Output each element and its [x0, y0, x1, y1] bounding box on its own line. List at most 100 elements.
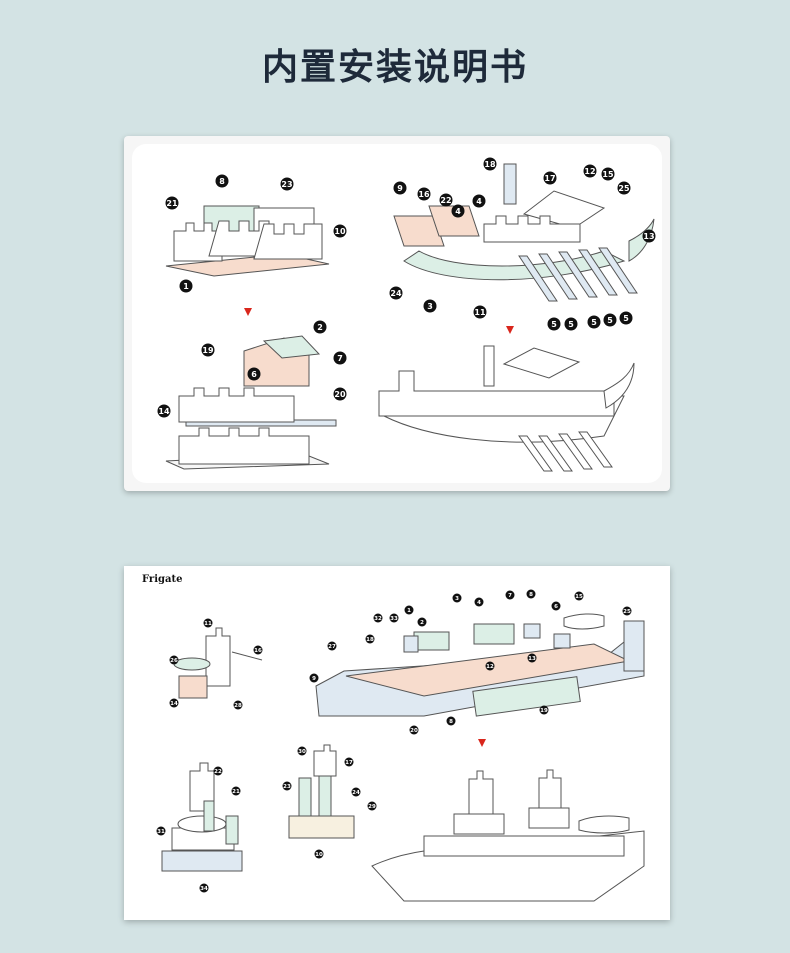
part-number-badge	[157, 404, 171, 418]
frigate-assembled	[371, 769, 645, 902]
part-number-label: 15	[575, 594, 583, 600]
part-number-badge	[215, 174, 229, 188]
part-number-badge	[201, 343, 215, 357]
part-number-label: 3	[455, 596, 459, 602]
part-number-badge	[417, 187, 431, 201]
part-number-label: 20	[410, 728, 418, 734]
part-number-badge	[439, 193, 453, 207]
part-number-badge	[423, 299, 437, 313]
part-number-label: 3	[427, 302, 433, 311]
part-number-label: 11	[204, 621, 212, 627]
part-number-badge	[446, 716, 456, 726]
step-arrow-icon	[478, 739, 486, 747]
part-number-badge	[213, 766, 223, 776]
part-number-badge	[574, 591, 584, 601]
part-number-label: 31	[157, 829, 165, 835]
part-number-label: 18	[484, 160, 496, 169]
part-number-label: 33	[390, 616, 398, 622]
part-number-label: 6	[251, 370, 257, 379]
part-number-badge	[619, 311, 633, 325]
step-arrow-icon	[506, 326, 514, 334]
part-number-label: 2	[317, 323, 323, 332]
part-number-label: 34	[200, 886, 208, 892]
part-number-badge	[367, 801, 377, 811]
mast-assembly	[288, 744, 355, 839]
part-number-badge	[404, 605, 414, 615]
part-number-label: 26	[170, 658, 178, 664]
part-number-badge	[199, 883, 209, 893]
part-number-badge	[617, 181, 631, 195]
page-title: 内置安装说明书	[261, 47, 528, 88]
part-number-label: 11	[474, 308, 486, 317]
part-number-label: 9	[397, 184, 403, 193]
part-number-badge	[313, 320, 327, 334]
part-number-label: 20	[334, 390, 346, 399]
boat-assembled	[378, 345, 635, 472]
part-number-badge	[333, 387, 347, 401]
bridge-assembly	[161, 762, 243, 872]
part-number-badge	[603, 313, 617, 327]
part-number-badge	[587, 315, 601, 329]
part-number-label: 30	[298, 749, 306, 755]
part-number-label: 5	[551, 320, 557, 329]
frigate-heading: Frigate	[142, 574, 183, 585]
part-number-badge	[472, 194, 486, 208]
part-number-label: 14	[158, 407, 170, 416]
part-number-label: 27	[328, 644, 336, 650]
part-number-badge	[474, 597, 484, 607]
part-number-label: 10	[334, 227, 346, 236]
part-number-badge	[505, 590, 515, 600]
part-number-label: 21	[166, 199, 178, 208]
part-number-label: 6	[554, 604, 558, 610]
part-number-badge	[547, 317, 561, 331]
part-number-badge	[165, 196, 179, 210]
part-number-label: 4	[455, 207, 461, 216]
step-arrow-icon	[244, 308, 252, 316]
part-number-badge	[452, 593, 462, 603]
part-number-label: 10	[315, 852, 323, 858]
part-number-label: 5	[607, 316, 613, 325]
part-number-badge	[247, 367, 261, 381]
part-number-badge	[543, 171, 557, 185]
part-number-label: 24	[390, 289, 402, 298]
part-number-label: 19	[540, 708, 548, 714]
part-number-badge	[526, 589, 536, 599]
part-number-label: 19	[202, 346, 214, 355]
part-number-label: 17	[345, 760, 353, 766]
part-number-badge	[527, 653, 537, 663]
part-number-label: 15	[602, 170, 614, 179]
part-number-badge	[203, 618, 213, 628]
frigate-hull-exploded	[315, 613, 645, 717]
part-number-label: 8	[449, 719, 453, 725]
part-number-label: 25	[618, 184, 630, 193]
part-number-badge	[282, 781, 292, 791]
part-number-badge	[351, 787, 361, 797]
part-number-label: 5	[568, 320, 574, 329]
part-number-badge	[156, 826, 166, 836]
part-number-label: 22	[214, 769, 222, 775]
part-number-label: 18	[366, 637, 374, 643]
part-number-badge	[451, 204, 465, 218]
part-number-label: 22	[440, 196, 451, 205]
part-number-badge	[333, 351, 347, 365]
house-parts-exploded	[165, 205, 330, 277]
part-number-label: 7	[337, 354, 343, 363]
part-number-badge	[622, 606, 632, 616]
part-number-label: 5	[623, 314, 629, 323]
part-number-badge	[231, 786, 241, 796]
part-number-label: 25	[623, 609, 631, 615]
part-number-label: 16	[418, 190, 430, 199]
part-number-label: 13	[528, 656, 536, 662]
part-number-badge	[473, 305, 487, 319]
part-number-badge	[253, 645, 263, 655]
part-number-label: 9	[312, 676, 316, 682]
part-number-label: 14	[170, 701, 178, 707]
part-number-label: 29	[368, 804, 376, 810]
part-number-badge	[642, 229, 656, 243]
part-number-label: 28	[234, 703, 242, 709]
